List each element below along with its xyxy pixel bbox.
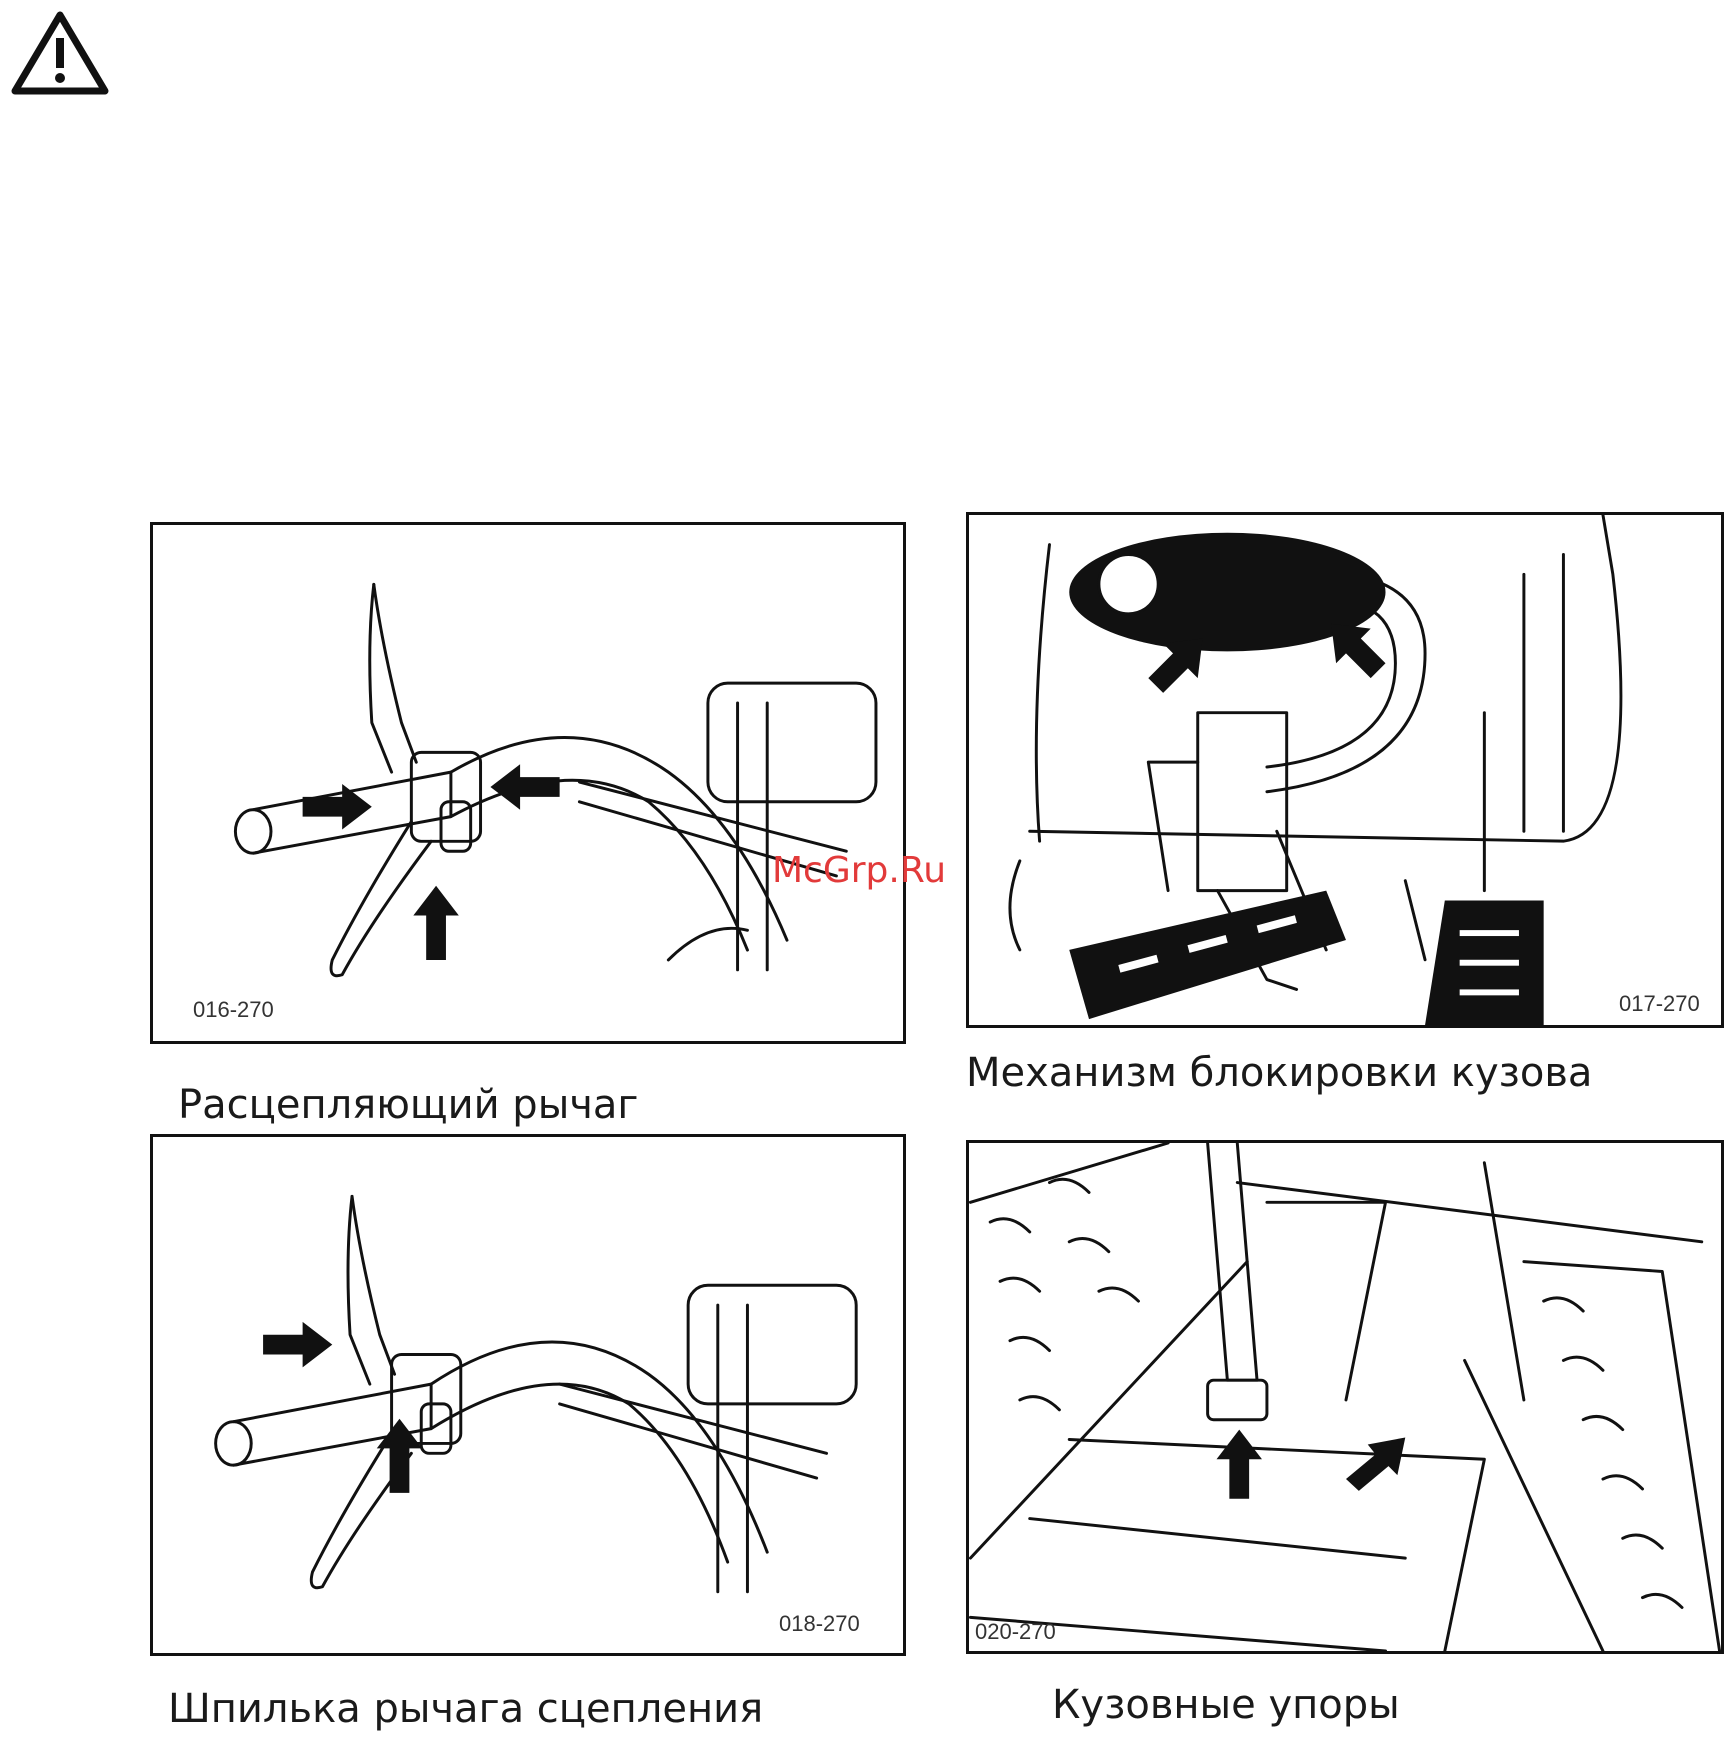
- caption-body-lock: Механизм блокировки кузова: [966, 1050, 1592, 1096]
- figure-body-stops: 020-270: [966, 1140, 1724, 1654]
- watermark: McGrp.Ru: [772, 850, 946, 891]
- caption-clutch-pin: Шпилька рычага сцепления: [168, 1686, 763, 1732]
- body-lock-illustration: [969, 515, 1721, 1025]
- figure-body-lock: 017-270: [966, 512, 1724, 1028]
- figure-clutch-pin: 018-270: [150, 1134, 906, 1656]
- figure-code: 018-270: [779, 1611, 860, 1637]
- body-stops-illustration: [969, 1143, 1721, 1651]
- figure-code: 020-270: [975, 1619, 1056, 1645]
- figure-code: 016-270: [193, 997, 274, 1023]
- figure-release-lever: 016-270: [150, 522, 906, 1044]
- caption-release-lever: Расцепляющий рычаг: [178, 1082, 638, 1128]
- figure-code: 017-270: [1619, 991, 1700, 1017]
- release-lever-illustration: [153, 525, 903, 1041]
- clutch-pin-illustration: [153, 1137, 903, 1653]
- warning-triangle-icon: [10, 10, 110, 96]
- caption-body-stops: Кузовные упоры: [1052, 1682, 1400, 1728]
